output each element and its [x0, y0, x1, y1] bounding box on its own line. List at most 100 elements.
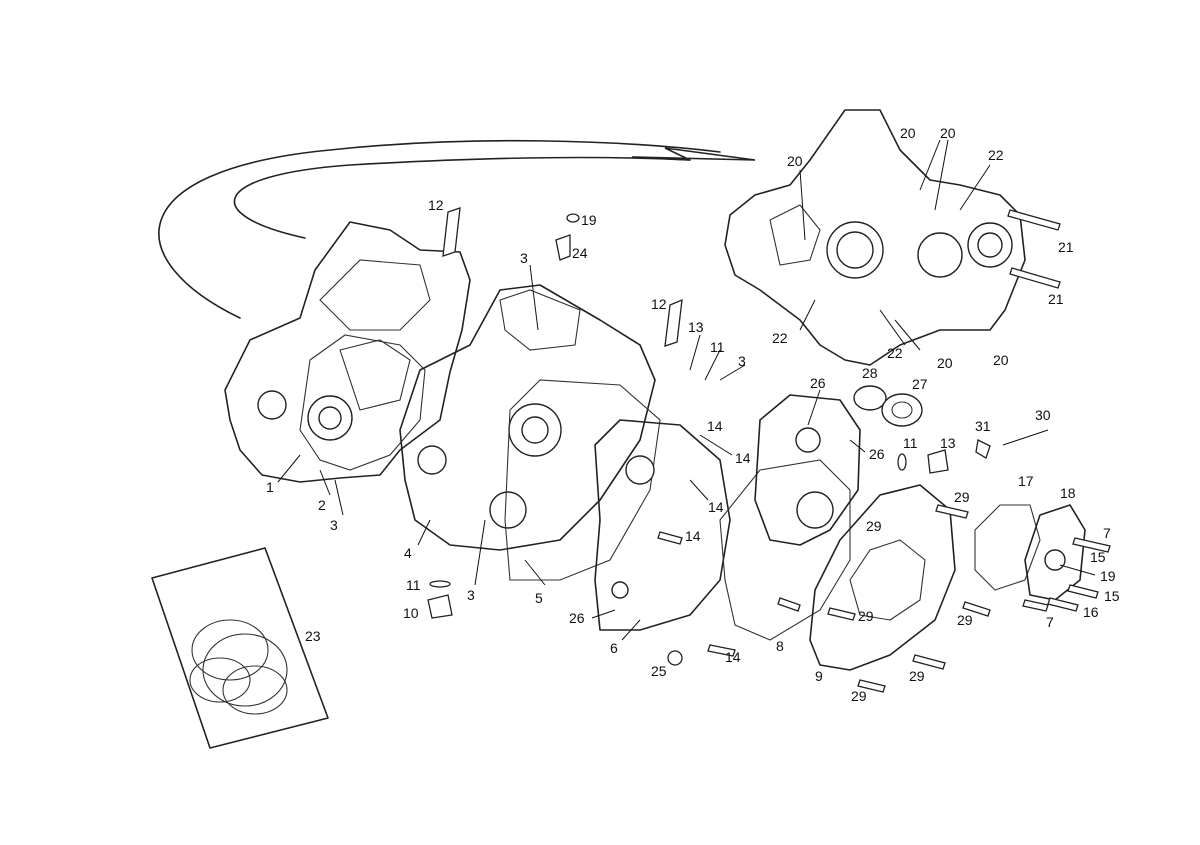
callout-c11a: 11 — [406, 577, 421, 593]
callout-c7a: 7 — [1103, 525, 1111, 541]
callout-c4: 4 — [404, 545, 412, 561]
dowel-pin-12a — [442, 207, 461, 257]
bolt-14b — [707, 644, 736, 657]
callout-c10: 10 — [403, 605, 419, 621]
callout-c25: 25 — [651, 663, 667, 679]
crankcase-gasket-5 — [504, 379, 661, 581]
bolt-21a — [1007, 209, 1061, 231]
callout-c15a: 15 — [1090, 549, 1106, 565]
callout-c14c: 14 — [708, 499, 724, 515]
crankcase-right-half — [399, 284, 656, 551]
bolt-7b — [1022, 599, 1049, 612]
bolt-21b — [1009, 267, 1061, 289]
callout-c26c: 26 — [569, 610, 585, 626]
callout-c14e: 14 — [725, 649, 741, 665]
side-cover-6 — [594, 419, 731, 631]
bolt-29d — [857, 679, 886, 693]
callout-c17: 17 — [1018, 473, 1034, 489]
oring-11c — [897, 453, 907, 471]
assembled-crankcase — [724, 109, 1026, 366]
callout-c24: 24 — [572, 245, 588, 261]
callout-c14a: 14 — [707, 418, 723, 434]
plug-25 — [667, 650, 683, 666]
leader-lines — [277, 139, 1096, 641]
oring-11a — [429, 580, 451, 588]
middle-cover — [754, 394, 861, 546]
callout-labels: 1 2 3 3 3 3 4 5 6 7 7 8 9 10 11 11 11 12… — [266, 125, 1120, 704]
callout-c6: 6 — [610, 640, 618, 656]
callout-c13b: 13 — [940, 435, 956, 451]
gasket-kit-23 — [151, 547, 329, 749]
outer-cover-9 — [809, 484, 956, 671]
crankcase-gasket-2 — [299, 334, 426, 471]
clip-31 — [975, 439, 991, 459]
callout-c29f: 29 — [851, 688, 867, 704]
callout-c8: 8 — [776, 638, 784, 654]
callout-c3c: 3 — [467, 587, 475, 603]
callout-c29a: 29 — [954, 489, 970, 505]
sensor-13 — [927, 449, 949, 474]
bolt-24 — [555, 234, 571, 261]
pump-gasket-17 — [974, 504, 1041, 591]
bolt-16 — [1047, 597, 1079, 612]
pin-30 — [1002, 429, 1049, 446]
callout-c15b: 15 — [1104, 588, 1120, 604]
callout-c21a: 21 — [1058, 239, 1074, 255]
callout-c29c: 29 — [858, 608, 874, 624]
callout-c29e: 29 — [909, 668, 925, 684]
callout-c16: 16 — [1083, 604, 1099, 620]
callout-c21b: 21 — [1048, 291, 1064, 307]
callout-c3a: 3 — [330, 517, 338, 533]
callout-c29b: 29 — [866, 518, 882, 534]
callout-c5: 5 — [535, 590, 543, 606]
callout-c27: 27 — [912, 376, 928, 392]
callout-c22a: 22 — [988, 147, 1004, 163]
callout-c7b: 7 — [1046, 614, 1054, 630]
bolt-14c — [777, 597, 801, 612]
dowel-pin-12b — [664, 298, 683, 347]
callout-c28: 28 — [862, 365, 878, 381]
callout-c20c: 20 — [940, 125, 956, 141]
plug-27 — [881, 393, 923, 427]
bolt-29a — [935, 504, 969, 519]
callout-c19a: 19 — [581, 212, 597, 228]
assembly-arrow — [158, 139, 756, 319]
callout-c18: 18 — [1060, 485, 1076, 501]
callout-c31: 31 — [975, 418, 991, 434]
callout-c23: 23 — [305, 628, 321, 644]
washer-19a — [566, 213, 580, 223]
callout-c26a: 26 — [810, 375, 826, 391]
callout-c3b: 3 — [520, 250, 528, 266]
callout-c13a: 13 — [688, 319, 704, 335]
cover-gasket-8 — [719, 459, 851, 641]
bolt-15 — [1067, 584, 1099, 599]
bolt-29c — [912, 654, 946, 670]
callout-c1: 1 — [266, 479, 274, 495]
plug-28 — [853, 385, 887, 411]
callout-c3d: 3 — [738, 353, 746, 369]
callout-c20a: 20 — [787, 153, 803, 169]
bolt-29b — [962, 601, 991, 617]
callout-c29d: 29 — [957, 612, 973, 628]
callout-c22c: 22 — [887, 345, 903, 361]
callout-c20d: 20 — [937, 355, 953, 371]
bolt-29e — [827, 607, 856, 621]
callout-c19b: 19 — [1100, 568, 1116, 584]
callout-c20e: 20 — [993, 352, 1009, 368]
callout-c11b: 11 — [710, 339, 725, 355]
sensor-10 — [427, 594, 453, 619]
callout-c30: 30 — [1035, 407, 1051, 423]
callout-c9: 9 — [815, 668, 823, 684]
bolt-7a — [1072, 537, 1111, 553]
callout-c14d: 14 — [685, 528, 701, 544]
callout-c26b: 26 — [869, 446, 885, 462]
callout-c22b: 22 — [772, 330, 788, 346]
bolt-14a — [657, 531, 683, 545]
crankcase-left-half — [224, 221, 471, 483]
callout-c11c: 11 — [903, 435, 918, 451]
callout-c20b: 20 — [900, 125, 916, 141]
callout-c12b: 12 — [651, 296, 667, 312]
callout-c14b: 14 — [735, 450, 751, 466]
